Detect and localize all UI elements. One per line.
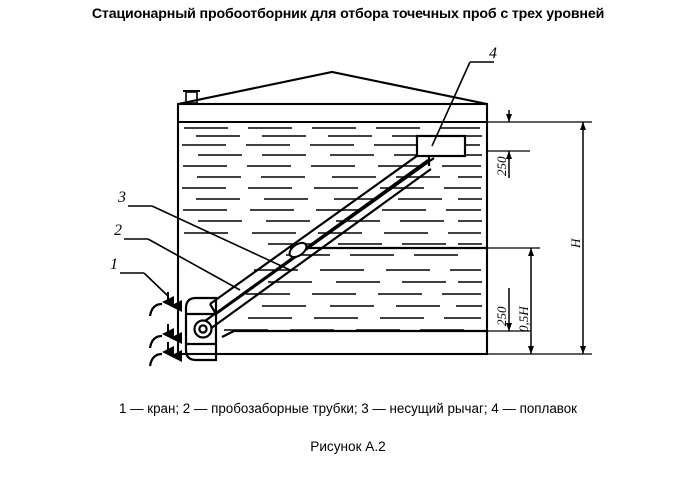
callout-3-label: 3 [117, 189, 126, 206]
dim-half-h-label: 0,5H [516, 306, 531, 332]
valve-bottom [148, 342, 182, 367]
sampler-diagram: 3 2 1 4 250 250 0,5H H [110, 45, 592, 367]
valve-manifold [184, 296, 218, 362]
dim-top-250-label: 250 [494, 156, 509, 176]
carrying-lever [209, 147, 435, 315]
callout-1-label: 1 [110, 256, 118, 273]
callout-4-label: 4 [489, 45, 497, 62]
callout-2-label: 2 [114, 222, 122, 239]
tank-roof [177, 70, 488, 106]
float-body [415, 134, 467, 158]
bottom-level-sampling-line [221, 329, 487, 338]
dim-bottom-250-label: 250 [494, 306, 509, 326]
legend-line: 1 — кран; 2 — пробозаборные трубки; 3 — … [118, 401, 578, 416]
tank-body [176, 102, 489, 356]
callout-leader-1 [120, 272, 169, 297]
valve-middle [148, 324, 182, 349]
callout-leader-2 [124, 238, 241, 291]
lever-mid-fitting [288, 241, 308, 259]
lever-pivot-icon [193, 319, 213, 339]
valve-top [148, 292, 182, 317]
page-title: Стационарный пробоотборник для отбора то… [91, 6, 605, 22]
figure-caption: Рисунок А.2 [310, 439, 386, 454]
dim-total-h-label: H [568, 238, 583, 249]
sampling-tubes [204, 159, 432, 330]
liquid-hatching [182, 127, 482, 331]
callout-leader-4 [431, 61, 494, 147]
callout-leader-3 [128, 205, 291, 271]
